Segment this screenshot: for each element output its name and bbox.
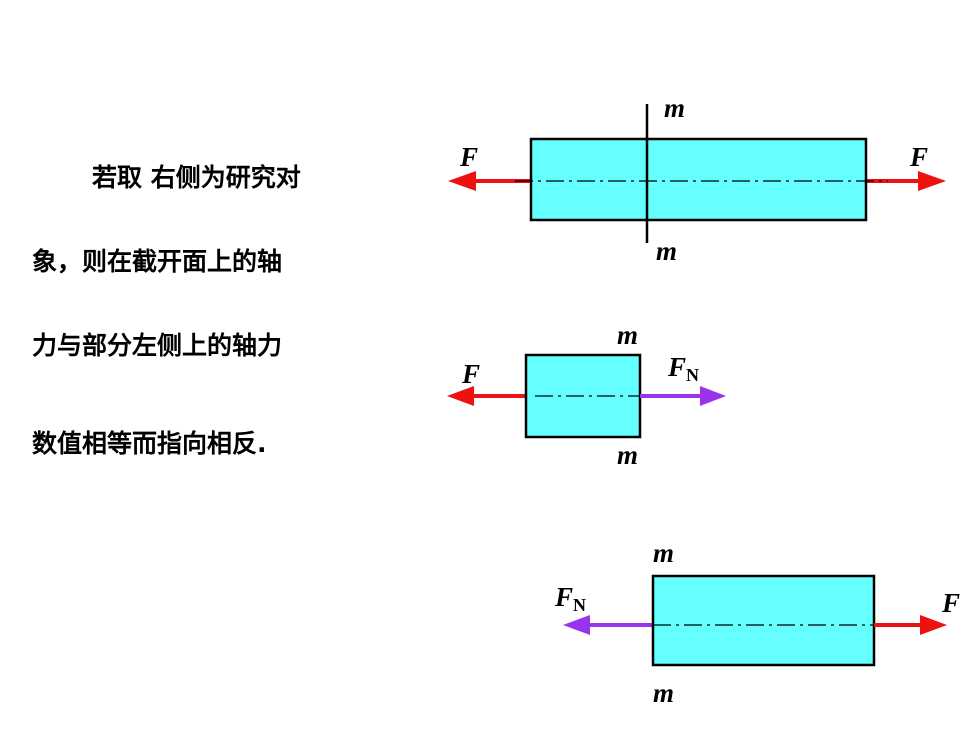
right-part-force-arrowhead [920, 615, 947, 635]
left-part-section-label-bottom: m [617, 440, 638, 470]
left-part-diagram: m m F FN [447, 320, 726, 470]
explanation-line-3: 力与部分左侧上的轴力 [32, 331, 283, 360]
whole-bar [529, 137, 868, 222]
right-part-axial-force-arrowhead [563, 615, 590, 635]
left-part-section-label-top: m [617, 320, 638, 350]
right-force-label: F [909, 142, 928, 172]
left-part-force-arrowhead [447, 386, 474, 406]
right-part-axial-force-label: FN [554, 582, 586, 615]
explanation-line-2: 象，则在截开面上的轴 [32, 247, 283, 276]
right-force-arrowhead [918, 171, 946, 191]
right-part-force-label: F [941, 588, 960, 618]
left-force-arrowhead [448, 171, 476, 191]
left-part-axial-force-arrowhead [700, 386, 726, 406]
right-part-section-label-top: m [653, 538, 674, 568]
explanation-line-4: 数值相等而指向相反. [32, 429, 267, 458]
explanation-line-1: 若取 右侧为研究对 [92, 163, 301, 192]
right-part-bar [651, 574, 876, 667]
left-force-label: F [459, 142, 478, 172]
section-label-top: m [664, 93, 685, 123]
left-part-force-label: F [461, 359, 480, 389]
left-part-axial-force-label: FN [667, 352, 699, 385]
whole-bar-diagram: m m F F [448, 93, 946, 266]
right-part-section-label-bottom: m [653, 678, 674, 708]
section-label-bottom: m [656, 236, 677, 266]
right-part-diagram: m m FN F [554, 538, 960, 708]
